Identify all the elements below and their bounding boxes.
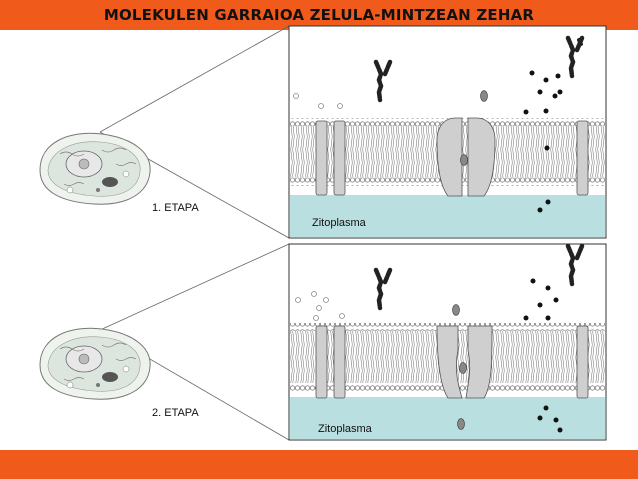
small-molecules bbox=[295, 291, 345, 321]
transported-molecule bbox=[457, 418, 465, 430]
zoom-line bbox=[99, 25, 290, 133]
solute-molecule bbox=[480, 90, 488, 102]
carrier-protein-left bbox=[436, 325, 463, 399]
carrier-protein-right bbox=[467, 117, 496, 197]
cytoplasm-label: Zitoplasma bbox=[318, 423, 373, 435]
channel-protein bbox=[315, 325, 328, 399]
small-molecule bbox=[293, 93, 299, 99]
carrier-protein-right bbox=[465, 325, 493, 399]
stage-2: Zitoplasma 2. ETAPA bbox=[39, 243, 607, 441]
cell-illustration bbox=[39, 132, 151, 205]
bound-molecule bbox=[460, 154, 468, 166]
channel-protein bbox=[333, 325, 346, 399]
cytoplasm-area bbox=[290, 397, 605, 439]
channel-protein bbox=[333, 120, 346, 196]
page-title: MOLEKULEN GARRAIOA ZELULA-MINTZEAN ZEHAR bbox=[103, 6, 535, 24]
cytoplasm-area bbox=[290, 195, 605, 237]
signal-molecules bbox=[523, 70, 563, 213]
footer-bar bbox=[0, 450, 638, 479]
solute-molecule bbox=[452, 304, 460, 316]
stage-1: Zitoplasma 1. ETAPA bbox=[39, 25, 607, 239]
stage-label: 2. ETAPA bbox=[152, 407, 199, 419]
bound-molecule bbox=[459, 362, 467, 374]
receptor-protein bbox=[576, 120, 589, 196]
zoom-line bbox=[99, 243, 290, 331]
stage-label: 1. ETAPA bbox=[152, 202, 199, 214]
small-molecule bbox=[337, 103, 343, 109]
cell-illustration bbox=[39, 327, 151, 400]
cytoplasm-label: Zitoplasma bbox=[312, 217, 367, 229]
signal-molecules bbox=[523, 278, 563, 433]
title-bar: MOLEKULEN GARRAIOA ZELULA-MINTZEAN ZEHAR bbox=[0, 0, 638, 30]
small-molecule bbox=[318, 103, 324, 109]
receptor-protein bbox=[576, 325, 589, 399]
channel-protein bbox=[315, 120, 328, 196]
